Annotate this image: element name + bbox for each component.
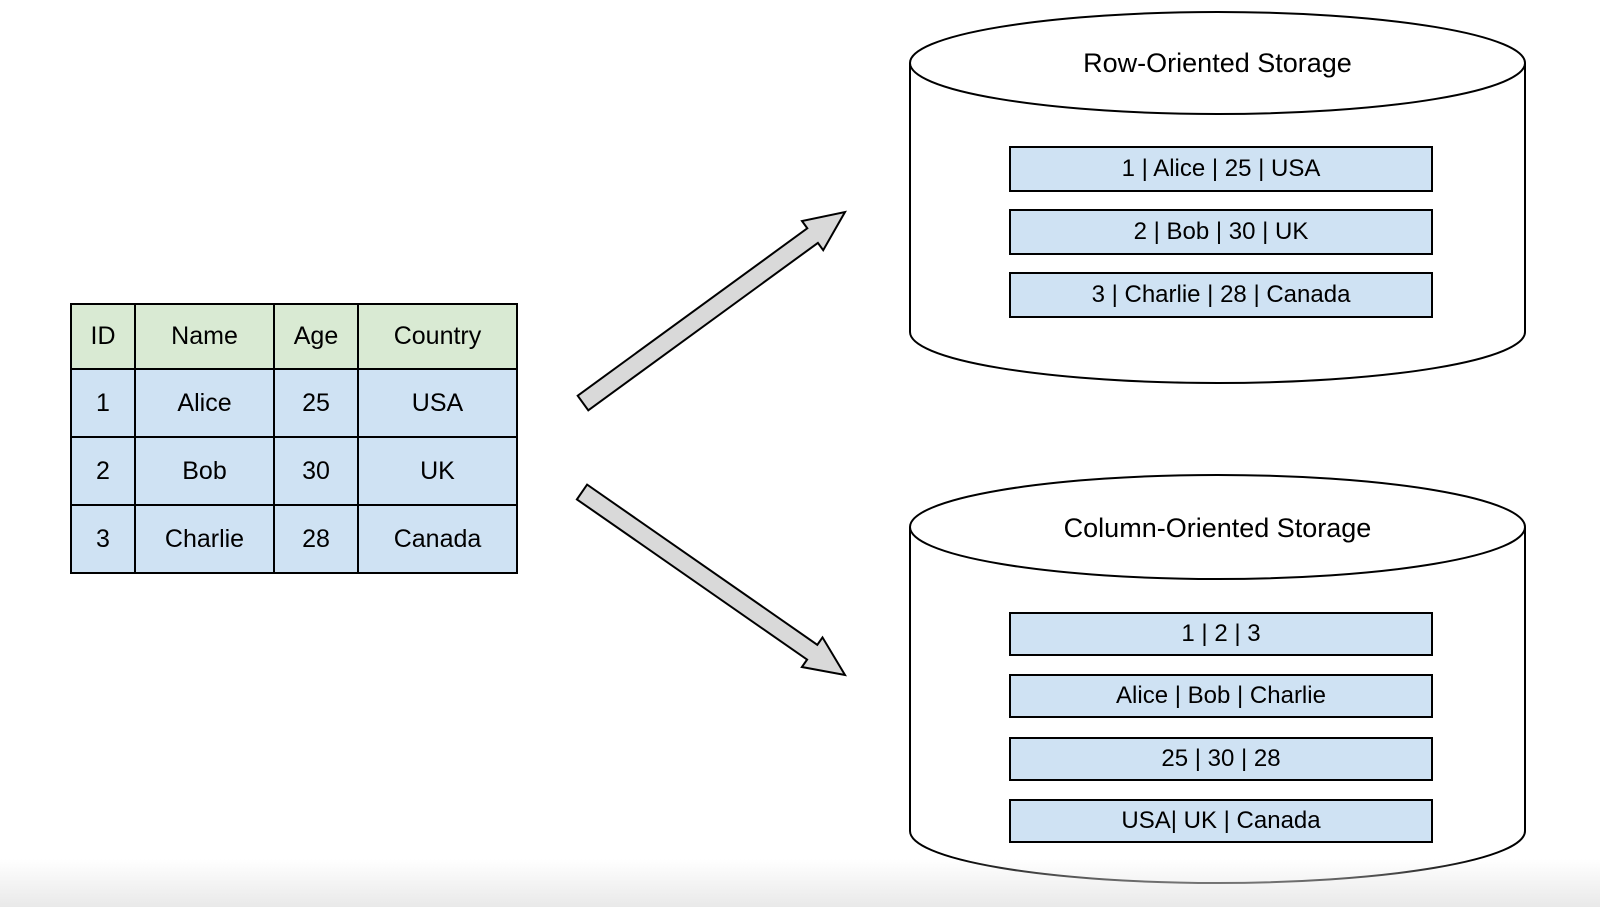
cell-age: 25 xyxy=(273,368,359,438)
cell-id: 2 xyxy=(70,436,136,506)
cell-name: Alice xyxy=(134,368,275,438)
column-storage-title: Column-Oriented Storage xyxy=(1063,513,1372,543)
row-storage-record: 1 | Alice | 25 | USA xyxy=(1009,146,1433,192)
cell-id: 3 xyxy=(70,504,136,574)
table-row: 3 Charlie 28 Canada xyxy=(70,504,518,574)
table-row: 2 Bob 30 UK xyxy=(70,436,518,506)
cell-age: 28 xyxy=(273,504,359,574)
cell-country: Canada xyxy=(357,504,518,574)
arrow-to-column-storage-icon xyxy=(575,483,847,677)
arrow-to-row-storage-icon xyxy=(576,210,847,412)
cell-name: Charlie xyxy=(134,504,275,574)
column-storage-record: 1 | 2 | 3 xyxy=(1009,612,1433,656)
header-cell-country: Country xyxy=(357,303,518,370)
table-header-row: ID Name Age Country xyxy=(70,303,518,370)
row-storage-record: 3 | Charlie | 28 | Canada xyxy=(1009,272,1433,318)
column-storage-record: 25 | 30 | 28 xyxy=(1009,737,1433,781)
header-cell-age: Age xyxy=(273,303,359,370)
row-storage-record: 2 | Bob | 30 | UK xyxy=(1009,209,1433,255)
row-storage-cylinder-top xyxy=(909,11,1526,115)
cell-country: UK xyxy=(357,436,518,506)
cell-age: 30 xyxy=(273,436,359,506)
column-storage-cylinder-top xyxy=(909,474,1526,580)
cell-name: Bob xyxy=(134,436,275,506)
header-cell-name: Name xyxy=(134,303,275,370)
table-row: 1 Alice 25 USA xyxy=(70,368,518,438)
row-storage-title: Row-Oriented Storage xyxy=(1083,48,1352,78)
header-cell-id: ID xyxy=(70,303,136,370)
source-table: ID Name Age Country 1 Alice 25 USA 2 Bob… xyxy=(70,303,518,574)
column-storage-record: Alice | Bob | Charlie xyxy=(1009,674,1433,718)
cell-id: 1 xyxy=(70,368,136,438)
cell-country: USA xyxy=(357,368,518,438)
column-storage-record: USA| UK | Canada xyxy=(1009,799,1433,843)
